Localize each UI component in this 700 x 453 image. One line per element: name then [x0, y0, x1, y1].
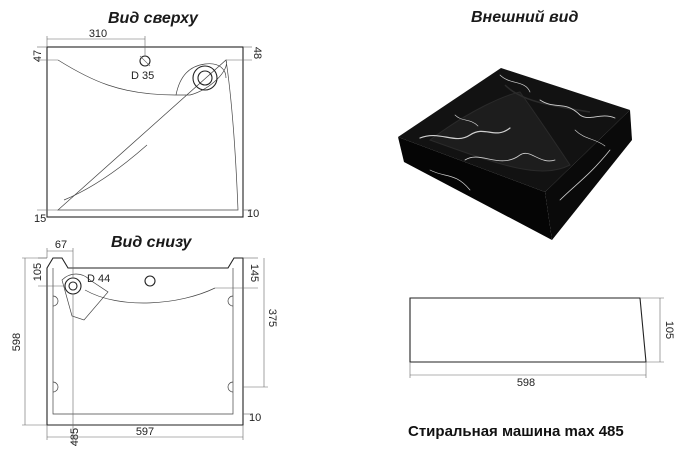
top-dim-48: 48	[251, 47, 263, 59]
side-dim-105: 105	[663, 321, 675, 339]
top-view-drain-inner	[197, 70, 213, 86]
bottom-view-bracket-left-top	[52, 295, 59, 307]
top-dim-47: 47	[32, 50, 44, 62]
top-view-drain-recess	[175, 63, 227, 96]
top-dim-310: 310	[89, 28, 107, 40]
bottom-view-bracket-right-bottom	[227, 381, 234, 393]
bottom-view-faucet-hole	[144, 275, 156, 287]
bottom-dim-375: 375	[266, 309, 278, 327]
exterior-view-title: Внешний вид	[471, 9, 578, 26]
bottom-view-bracket-right-top	[227, 295, 234, 307]
bottom-view-title: Вид снизу	[111, 234, 193, 251]
side-view-outline	[409, 297, 647, 363]
bottom-view-bracket-left-bottom	[52, 381, 59, 393]
top-dim-10: 10	[247, 208, 259, 220]
bottom-view-inner-frame	[52, 268, 234, 415]
bottom-view-drain-hole	[64, 277, 82, 295]
exterior-view: Внешний вид	[398, 9, 632, 240]
marble-sink-render	[398, 68, 632, 240]
top-dim-15: 15	[34, 213, 46, 225]
bottom-view-drain-inner	[68, 281, 78, 291]
top-view-slope-curve	[63, 144, 148, 201]
bottom-dim-105: 105	[32, 263, 44, 281]
side-dim-598: 598	[517, 377, 535, 389]
top-view: Вид сверху 310 47 48 D 35 15 10	[32, 10, 263, 225]
bottom-view-outline	[46, 257, 244, 426]
bottom-dim-598: 598	[11, 333, 23, 351]
bottom-view: Вид снизу 67 105 D 44 598 14	[11, 234, 278, 446]
top-view-title: Вид сверху	[108, 10, 199, 27]
top-view-drain-outer	[192, 65, 218, 91]
side-view: 105 598	[409, 297, 675, 389]
bottom-dim-145: 145	[248, 264, 260, 282]
bottom-dim-67: 67	[55, 239, 67, 251]
bottom-dim-597: 597	[136, 426, 154, 438]
bottom-dim-10: 10	[249, 412, 261, 424]
bottom-dim-hole: D 44	[87, 273, 110, 285]
top-dim-hole: D 35	[131, 70, 154, 82]
top-view-bowl	[57, 59, 239, 211]
caption-washing-machine: Стиральная машина max 485	[408, 423, 624, 440]
bottom-view-bowl-curve	[84, 287, 216, 304]
bottom-view-drain-spout	[61, 273, 109, 321]
